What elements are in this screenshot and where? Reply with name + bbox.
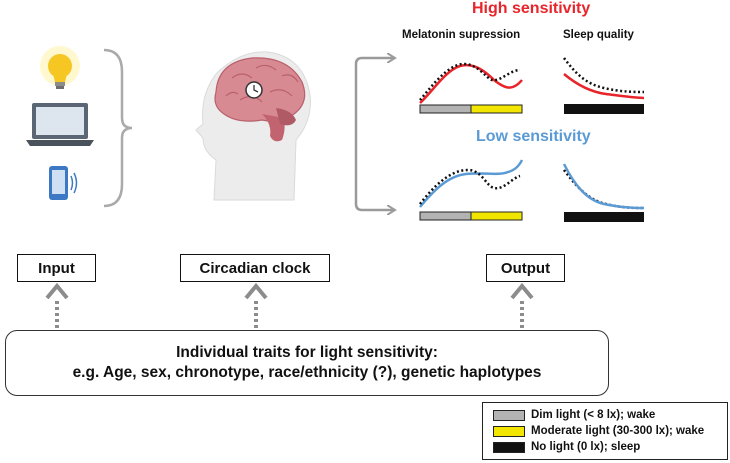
low-sleep-solid-curve: [562, 163, 645, 210]
smartphone-icon: [49, 166, 78, 200]
sleep-quality-heading: Sleep quality: [563, 29, 634, 41]
circadian-clock-box: Circadian clock: [180, 254, 330, 282]
low-sensitivity-heading: Low sensitivity: [476, 128, 591, 145]
input-bracket: [103, 48, 133, 208]
melatonin-suppression-heading: Melatonin supression: [402, 29, 521, 41]
traits-line-2: e.g. Age, sex, chronotype, race/ethnicit…: [72, 364, 542, 381]
traits-box: Individual traits for light sensitivity:…: [5, 330, 609, 396]
legend: Dim light (< 8 lx); wake Moderate light …: [482, 402, 728, 460]
high-sleep-dotted-curve: [563, 57, 645, 94]
traits-to-input-arrow: [45, 282, 69, 328]
input-box: Input: [17, 254, 96, 282]
legend-swatch-moderate: [493, 425, 525, 437]
clock-icon: [245, 81, 263, 99]
high-sensitivity-heading: High sensitivity: [472, 0, 591, 17]
low-melatonin-solid-curve: [419, 159, 524, 208]
low-sleep-dotted-curve: [563, 169, 645, 210]
high-dim-light-bar: [419, 104, 472, 114]
legend-item-no-light: No light (0 lx); sleep: [493, 439, 727, 455]
legend-label-dim: Dim light (< 8 lx); wake: [531, 409, 656, 421]
output-arrow-bottom: [354, 112, 394, 210]
traits-to-clock-arrow: [244, 282, 268, 328]
laptop-icon: [26, 103, 94, 146]
traits-line-1: Individual traits for light sensitivity:: [176, 344, 438, 361]
traits-to-output-arrow: [510, 282, 534, 328]
head-brain-icon: [195, 51, 311, 201]
high-melatonin-dotted-curve: [419, 62, 521, 101]
legend-item-moderate-light: Moderate light (30-300 lx); wake: [493, 423, 727, 439]
high-no-light-bar: [564, 104, 644, 114]
output-arrow-top: [354, 58, 394, 112]
legend-label-no-light: No light (0 lx); sleep: [531, 441, 641, 453]
high-sleep-solid-curve: [563, 73, 645, 100]
legend-swatch-no-light: [493, 441, 525, 453]
output-box: Output: [486, 254, 565, 282]
low-dim-light-bar: [419, 211, 472, 221]
low-melatonin-dotted-curve: [419, 168, 521, 205]
high-melatonin-solid-curve: [419, 63, 523, 104]
light-bulb-icon: [40, 46, 80, 89]
high-moderate-light-bar: [470, 104, 523, 114]
low-moderate-light-bar: [470, 211, 523, 221]
legend-swatch-dim: [493, 409, 525, 421]
low-no-light-bar: [564, 212, 644, 222]
legend-item-dim-light: Dim light (< 8 lx); wake: [493, 407, 727, 423]
legend-label-moderate: Moderate light (30-300 lx); wake: [531, 425, 705, 437]
